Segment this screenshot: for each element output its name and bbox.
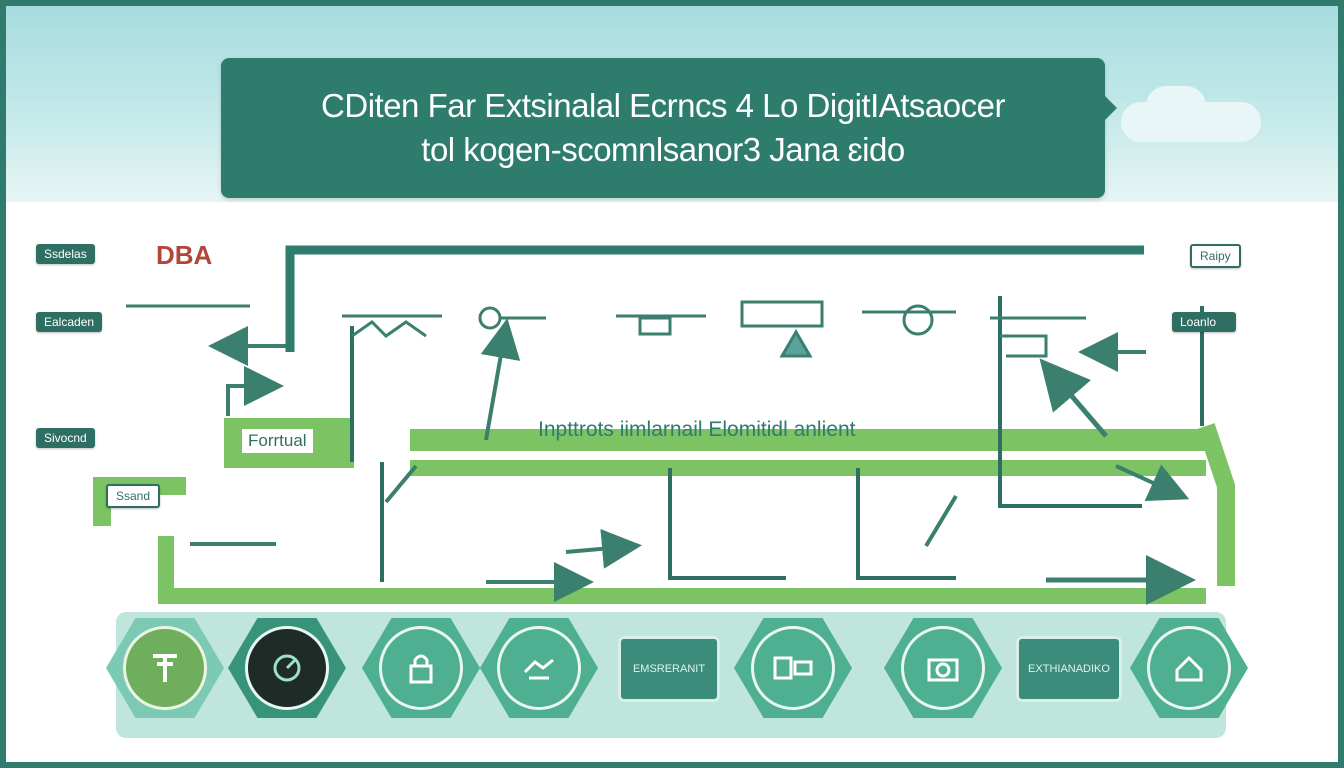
- bottom-pill-2[interactable]: EXTHIANADIKO: [1016, 636, 1122, 702]
- side-tag-left-4[interactable]: Ssand: [106, 484, 161, 508]
- tools-icon: [123, 626, 207, 710]
- center-label: Inpttrots iimlarnail Elomitidl anlient: [538, 418, 856, 441]
- title-line-1: CDiten Far Extsinalal Ecrncs 4 Lo DigitI…: [321, 87, 1005, 124]
- gauge-icon: [245, 626, 329, 710]
- side-tag-left-1[interactable]: Ssdelas: [36, 244, 95, 264]
- hex-handshake[interactable]: [480, 618, 598, 718]
- handshake-icon: [497, 626, 581, 710]
- title-box: CDiten Far Extsinalal Ecrncs 4 Lo DigitI…: [221, 58, 1105, 198]
- lock-icon: [379, 626, 463, 710]
- cloud: [1146, 86, 1206, 126]
- hex-network[interactable]: [734, 618, 852, 718]
- cloud-house-icon: [1147, 626, 1231, 710]
- diagram-frame: CDiten Far Extsinalal Ecrncs 4 Lo DigitI…: [6, 6, 1338, 762]
- stage-label: Forrtual: [242, 429, 313, 453]
- bottom-pill-1[interactable]: EMSRERANIT: [618, 636, 720, 702]
- hex-gauge[interactable]: [228, 618, 346, 718]
- hex-lock[interactable]: [362, 618, 480, 718]
- hex-tools[interactable]: [106, 618, 224, 718]
- side-tag-right-2[interactable]: Loanlo: [1172, 312, 1237, 332]
- hex-camera[interactable]: [884, 618, 1002, 718]
- network-icon: [751, 626, 835, 710]
- side-tag-left-3[interactable]: Sivocnd: [36, 428, 95, 448]
- title-line-2: tol kogen-scomnlsanor3 Jana ɛido: [421, 131, 905, 168]
- module-row: [342, 300, 1086, 358]
- flow-wires: [93, 245, 1235, 605]
- brand-mark: DBA: [156, 240, 213, 270]
- side-tag-left-2[interactable]: Ealcaden: [36, 312, 103, 332]
- camera-icon: [901, 626, 985, 710]
- title-notch: [1105, 96, 1117, 120]
- side-tag-right-1[interactable]: Raipy: [1190, 244, 1241, 268]
